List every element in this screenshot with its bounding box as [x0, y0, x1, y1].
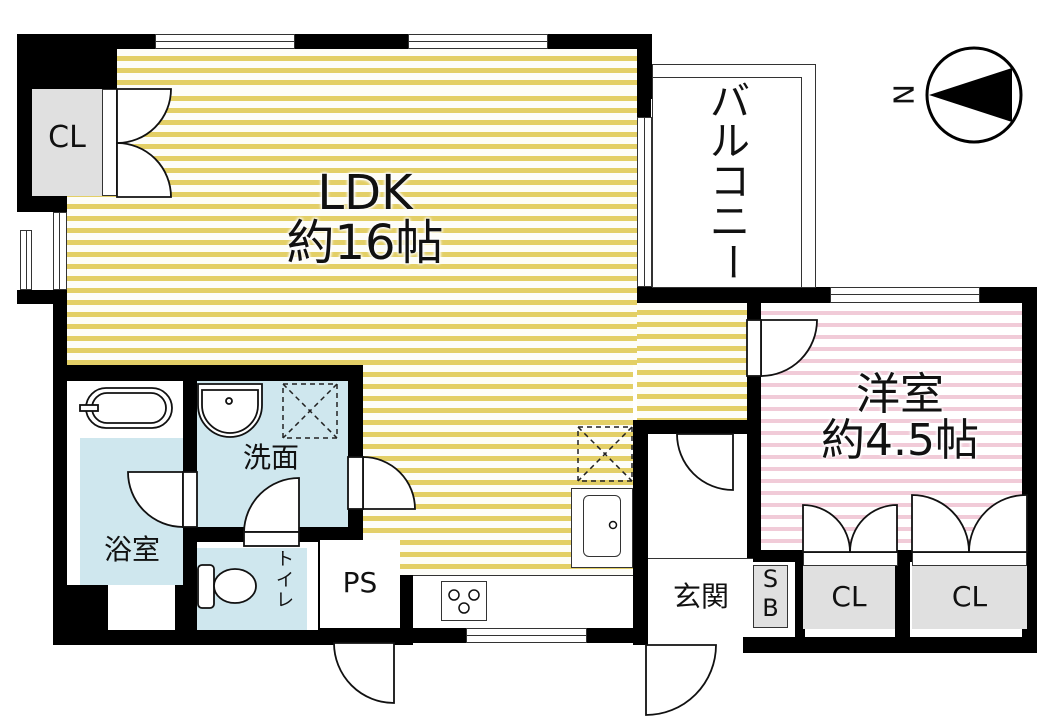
wall-top-left-block [17, 34, 117, 89]
left-window [53, 212, 67, 290]
wall-left-upper [17, 34, 32, 214]
wall-sb-divider [795, 555, 805, 645]
ps-label: PS [342, 566, 378, 599]
closet-ldk-door-icon [116, 88, 172, 144]
balcony-char: ル [710, 119, 750, 165]
closet-ldk [32, 89, 102, 196]
yoshitsu-label: 洋室 約4.5帖 [790, 369, 1010, 467]
left-window-2 [20, 230, 32, 290]
bath-label: 浴室 [103, 533, 160, 566]
yoshitsu-door-icon [760, 319, 818, 377]
fridge-space-icon [577, 426, 633, 482]
wall-entrance-left [633, 420, 648, 645]
entrance-label: 玄関 [672, 580, 729, 613]
ldk-floor [117, 49, 637, 89]
stove [441, 581, 487, 621]
wall-wet-top [53, 365, 363, 381]
balcony-char: ー [707, 242, 753, 282]
ldk-size: 約16帖 [286, 215, 444, 272]
yoshitsu-name: 洋室 [856, 369, 944, 420]
washer-pan-icon [282, 383, 338, 439]
toilet-icon [197, 564, 215, 609]
ldk-label: LDK 約16帖 [250, 168, 480, 269]
toilet-char: レ [276, 590, 294, 612]
balcony-inner [652, 77, 802, 288]
closet-2-label: CL [951, 580, 988, 613]
kitchen-window [466, 628, 587, 643]
ldk-floor-ext [637, 303, 747, 420]
compass-north-label: N [887, 84, 921, 106]
wall-bottom-left [53, 630, 413, 645]
top-window-2 [408, 34, 548, 49]
wall-closet-divider [895, 555, 910, 645]
entrance-door-icon [645, 644, 717, 716]
balcony-label: バ ル コ ニ ー [700, 82, 760, 282]
closet-2 [912, 566, 1027, 629]
balcony-char: バ [710, 79, 750, 125]
ldk-floor-main [67, 89, 637, 365]
shoebox-label: S B [753, 565, 788, 623]
toilet-door-icon [243, 477, 300, 533]
wall-bath-bottom [53, 585, 108, 645]
bath-door-icon [127, 471, 184, 528]
toilet-char: イ [276, 569, 294, 591]
toilet-label: ト イ レ [273, 549, 297, 612]
shoebox-char: B [762, 593, 779, 622]
ps-floor [320, 540, 400, 628]
hallway-door-icon [676, 433, 734, 491]
ps-door-icon [333, 642, 395, 704]
washroom-label: 洗面 [242, 441, 299, 474]
shoebox-char: S [762, 565, 779, 593]
closet-ldk-label: CL [48, 120, 86, 155]
balcony-char: コ [710, 159, 750, 205]
yoshitsu-window [830, 287, 980, 303]
stove-burners-icon [448, 589, 480, 614]
balcony-window [637, 117, 652, 287]
wall-kitchen-bottom [400, 628, 466, 643]
closet-1-door-icon [802, 504, 851, 553]
ldk-name: LDK [317, 165, 413, 221]
entrance-floor [648, 558, 753, 630]
closet-1-label: CL [831, 580, 867, 613]
closet-1 [803, 566, 895, 629]
top-window-1 [155, 34, 295, 49]
washroom-door-icon [362, 456, 416, 510]
closet-2-door-icon [911, 494, 970, 553]
yoshitsu-size: 約4.5帖 [821, 415, 979, 467]
wall-bottom-right [743, 637, 1037, 653]
balcony-char: ニ [710, 199, 750, 245]
shoebox [753, 565, 788, 628]
wall-toilet-bottom [175, 585, 200, 645]
compass-icon [925, 46, 1023, 144]
toilet-char: ト [276, 549, 294, 570]
wall-entrance-top [633, 420, 761, 434]
